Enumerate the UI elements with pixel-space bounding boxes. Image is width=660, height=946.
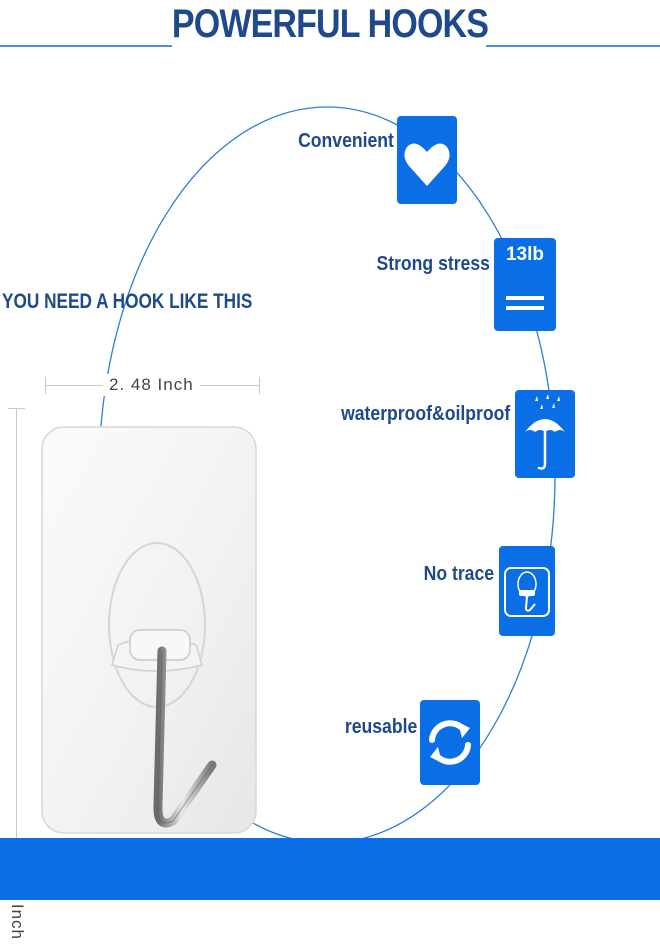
recycle-arrows-icon bbox=[429, 720, 471, 765]
feature-icon-strong-stress: 13lb bbox=[494, 238, 556, 331]
feature-label-waterproof: waterproof&oilproof bbox=[340, 403, 510, 425]
width-label: 2. 48 Inch bbox=[103, 374, 200, 396]
width-dimension: 2. 48 Inch bbox=[45, 374, 260, 396]
feature-label-strong-stress: Strong stress bbox=[376, 253, 490, 275]
title-rule-right bbox=[486, 45, 660, 47]
bottom-banner bbox=[0, 838, 660, 900]
feature-label-reusable: reusable bbox=[344, 716, 417, 738]
page-title: POWERFUL HOOKS bbox=[171, 2, 489, 46]
weight-badge: 13lb bbox=[506, 244, 544, 265]
umbrella-rain-icon bbox=[525, 394, 565, 470]
feature-icon-reusable bbox=[420, 700, 480, 785]
feature-label-no-trace: No trace bbox=[423, 563, 494, 585]
height-dimension: 2. 48 Inch bbox=[2, 408, 30, 946]
feature-label-convenient: Convenient bbox=[298, 130, 394, 152]
hook-outline-icon bbox=[504, 567, 550, 617]
feature-icon-convenient bbox=[397, 116, 457, 204]
heart-icon bbox=[404, 143, 450, 186]
feature-icon-no-trace bbox=[499, 546, 555, 636]
adhesive-hook-image bbox=[41, 426, 257, 834]
feature-icon-waterproof bbox=[515, 390, 575, 478]
title-rule-left bbox=[0, 45, 172, 47]
tagline: YOU NEED A HOOK LIKE THIS bbox=[2, 290, 253, 313]
weight-13lb-icon: 13lb bbox=[506, 244, 544, 310]
